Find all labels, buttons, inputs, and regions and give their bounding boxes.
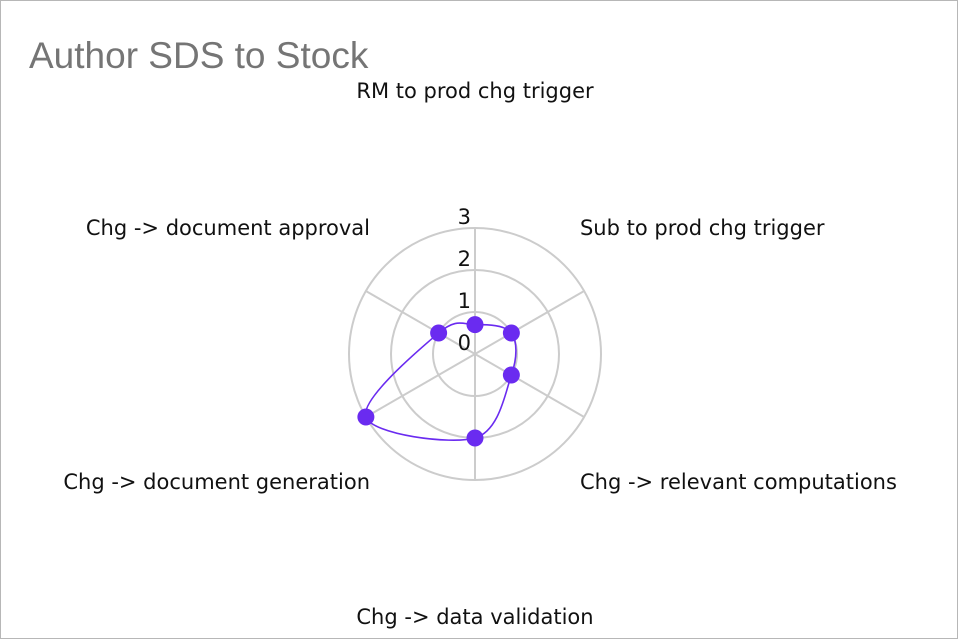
radar-grid <box>348 227 602 481</box>
tick-label: 2 <box>458 247 471 271</box>
data-point-3 <box>466 429 484 447</box>
tick-label: 0 <box>458 331 471 355</box>
data-point-2 <box>502 366 520 384</box>
grid-spoke-5 <box>365 290 476 355</box>
data-point-4 <box>357 408 375 426</box>
axis-label-2: Chg -> relevant computations <box>580 470 897 494</box>
axis-label-3: Chg -> data validation <box>356 605 593 629</box>
grid-spoke-4 <box>365 353 476 418</box>
data-point-1 <box>502 324 520 342</box>
chart-title: Author SDS to Stock <box>29 35 369 76</box>
axis-label-4: Chg -> document generation <box>63 470 370 494</box>
axis-label-1: Sub to prod chg trigger <box>580 216 825 240</box>
data-point-0 <box>466 316 484 334</box>
grid-spoke-1 <box>474 290 585 355</box>
tick-label: 1 <box>458 289 471 313</box>
axis-label-0: RM to prod chg trigger <box>356 79 594 103</box>
data-point-5 <box>430 324 448 342</box>
axis-label-5: Chg -> document approval <box>86 216 370 240</box>
tick-label: 3 <box>458 205 471 229</box>
radar-series <box>357 316 520 447</box>
tick-labels: 0 1 2 3 <box>458 205 471 355</box>
grid-spoke-2 <box>474 353 585 418</box>
